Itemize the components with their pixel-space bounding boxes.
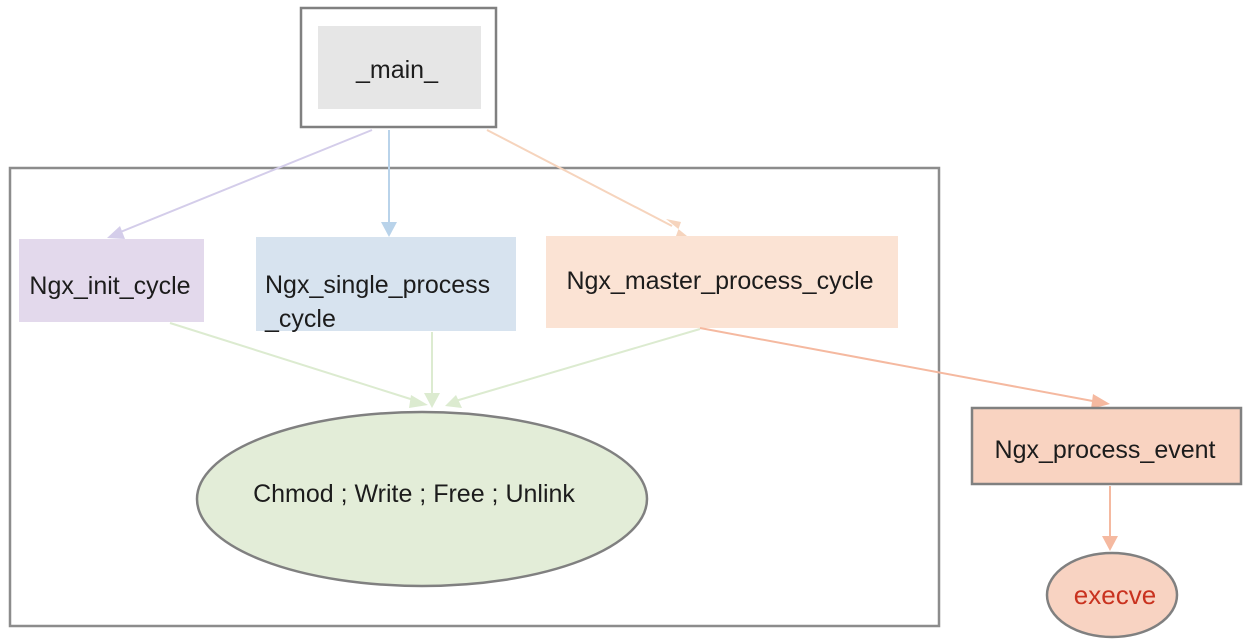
single-process-label-line2: _cycle <box>264 305 336 333</box>
master-to-process-event-edge <box>699 327 1110 409</box>
process-event-node: Ngx_process_event <box>970 406 1243 486</box>
single-to-syscalls-edge <box>424 332 440 408</box>
master-process-label: Ngx_master_process_cycle <box>566 267 873 295</box>
arrowhead-icon <box>445 395 462 408</box>
init-cycle-node: Ngx_init_cycle <box>19 239 204 322</box>
syscalls-label: Chmod ; Write ; Free ; Unlink <box>253 480 575 508</box>
init-cycle-label: Ngx_init_cycle <box>29 272 190 300</box>
arrowhead-icon <box>666 219 687 236</box>
arrowhead-icon <box>1102 536 1118 551</box>
main-node-label: _main_ <box>355 56 439 84</box>
init-cycle-box <box>19 239 204 322</box>
execve-ellipse <box>1045 551 1179 639</box>
arrowhead-icon <box>409 395 428 408</box>
main-node: _main_ <box>299 6 498 129</box>
main-to-master-edge <box>486 129 687 236</box>
execve-node: execve <box>1045 551 1179 639</box>
execve-label: execve <box>1074 580 1156 610</box>
single-process-label-line1: Ngx_single_process <box>265 271 490 299</box>
arrowhead-icon <box>424 393 440 408</box>
master-process-box <box>546 236 898 328</box>
syscalls-ellipse <box>195 410 649 588</box>
single-process-box <box>256 237 516 331</box>
single-process-node: Ngx_single_process _cycle <box>256 237 516 333</box>
cluster-box <box>8 166 941 628</box>
arrowhead-icon <box>381 222 397 237</box>
process-event-label: Ngx_process_event <box>995 436 1216 464</box>
process-event-to-execve-edge <box>1102 486 1118 551</box>
main-node-fill <box>318 26 481 109</box>
main-to-single-edge <box>381 130 397 237</box>
master-to-syscalls-edge <box>445 328 701 408</box>
arrowhead-icon <box>107 226 125 239</box>
arrowhead-icon <box>1091 394 1110 409</box>
main-to-init-edge <box>107 129 373 239</box>
process-event-box <box>970 406 1243 486</box>
syscalls-node: Chmod ; Write ; Free ; Unlink <box>195 410 649 588</box>
init-to-syscalls-edge <box>169 322 428 408</box>
master-process-node: Ngx_master_process_cycle <box>546 236 898 328</box>
